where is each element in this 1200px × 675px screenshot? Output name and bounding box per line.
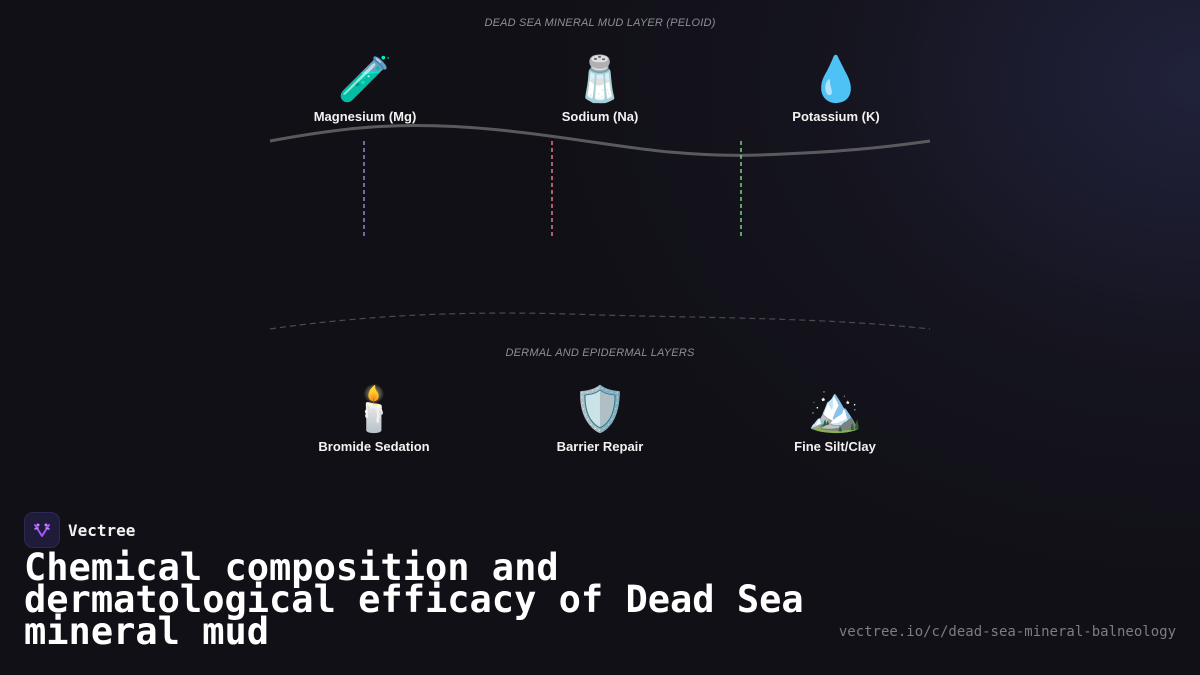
source-url[interactable]: vectree.io/c/dead-sea-mineral-balneology: [838, 624, 1176, 640]
effect-label: Barrier Repair: [556, 439, 644, 454]
brand-name: Vectree: [68, 520, 136, 540]
effect-label: Fine Silt/Clay: [794, 439, 876, 454]
effect-node-barrier: 🛡️ Barrier Repair: [510, 384, 690, 455]
mineral-node-sodium: 🧂 Sodium (Na): [510, 54, 690, 125]
effect-label: Bromide Sedation: [318, 439, 430, 454]
mineral-node-potassium: 💧 Potassium (K): [746, 54, 926, 125]
mineral-node-magnesium: 🧪 Magnesium (Mg): [275, 54, 455, 125]
mountain-icon: 🏔️: [807, 384, 863, 435]
mud-layer-curve: [269, 124, 931, 157]
vectree-logo-icon: [24, 512, 60, 548]
mineral-label: Potassium (K): [792, 109, 880, 124]
mineral-label: Magnesium (Mg): [313, 109, 417, 124]
shield-icon: 🛡️: [572, 384, 628, 435]
salt-shaker-icon: 🧂: [572, 54, 628, 105]
diagram-lines: [269, 124, 931, 330]
effect-node-bromide: 🕯️ Bromide Sedation: [284, 384, 464, 455]
page-title: Chemical composition and dermatological …: [24, 546, 804, 653]
candle-icon: 🕯️: [346, 384, 402, 435]
effect-node-silt: 🏔️ Fine Silt/Clay: [745, 384, 925, 455]
diagram: DEAD SEA MINERAL MUD LAYER (PELOID) 🧪 Ma…: [269, 17, 931, 455]
test-tube-icon: 🧪: [337, 54, 393, 105]
mineral-label: Sodium (Na): [561, 109, 639, 124]
droplet-icon: 💧: [808, 54, 864, 105]
skin-layer-curve: [269, 312, 931, 330]
skin-layer-label: DERMAL AND EPIDERMAL LAYERS: [505, 347, 695, 359]
mud-layer-label: DEAD SEA MINERAL MUD LAYER (PELOID): [484, 17, 716, 29]
brand[interactable]: Vectree: [24, 512, 135, 548]
